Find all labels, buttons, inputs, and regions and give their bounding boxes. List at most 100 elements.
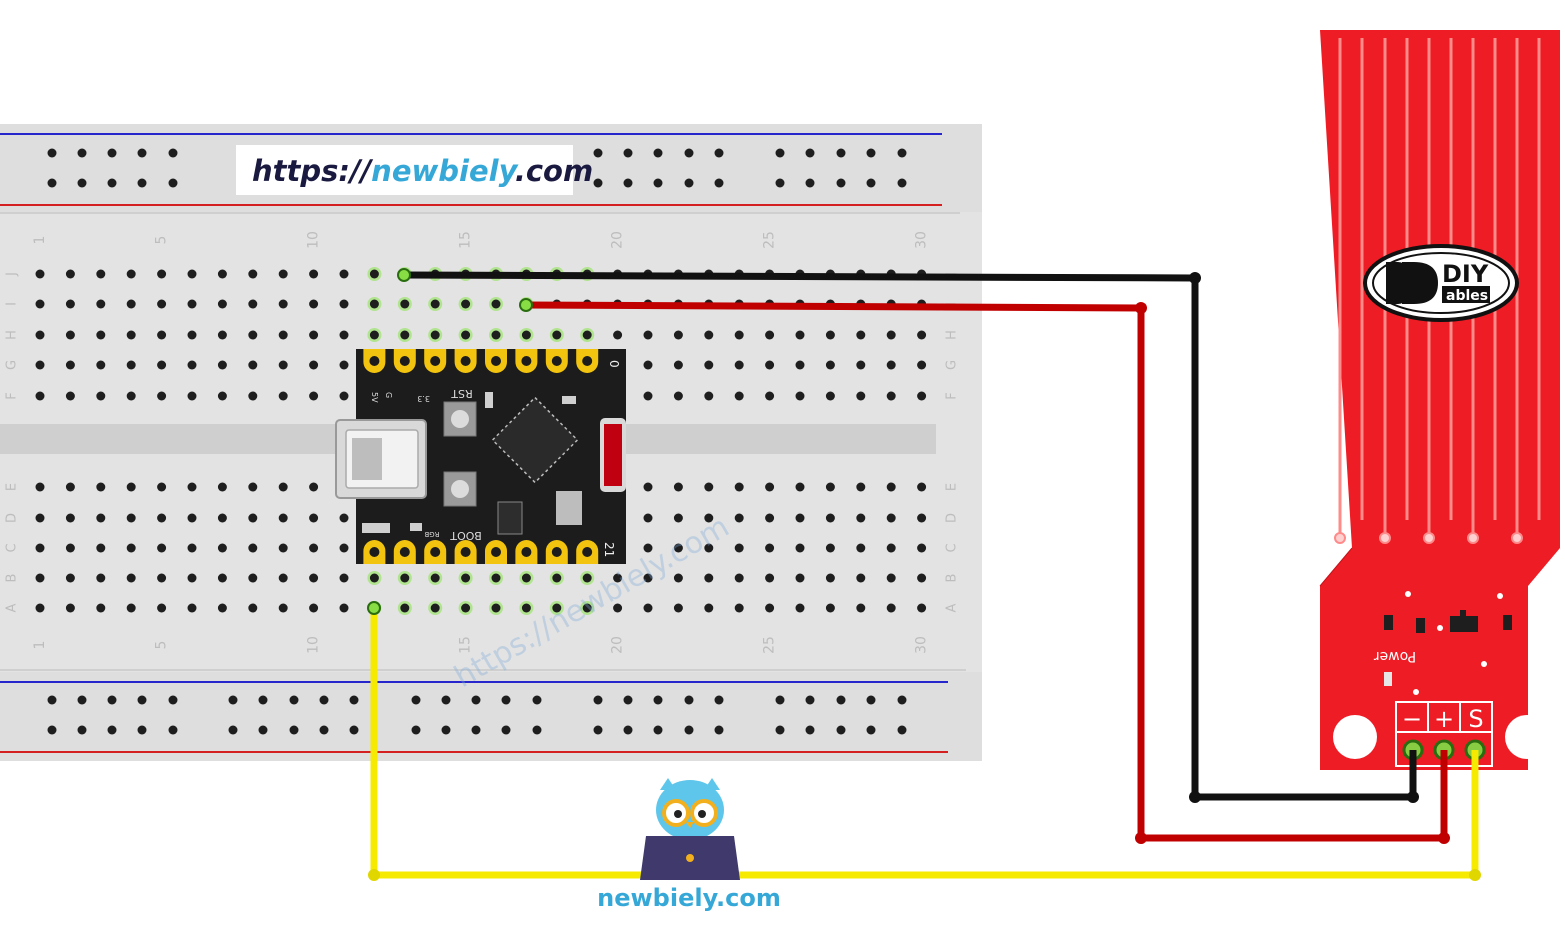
rail-hole[interactable]	[653, 725, 663, 735]
breadboard-hole[interactable]	[917, 513, 927, 523]
rail-hole[interactable]	[47, 695, 57, 705]
breadboard-hole[interactable]	[339, 391, 349, 401]
breadboard-hole[interactable]	[400, 330, 410, 340]
breadboard-hole[interactable]	[96, 391, 106, 401]
breadboard-hole[interactable]	[795, 573, 805, 583]
breadboard-hole[interactable]	[886, 603, 896, 613]
breadboard-hole[interactable]	[734, 360, 744, 370]
breadboard-hole[interactable]	[248, 269, 258, 279]
breadboard-hole[interactable]	[35, 573, 45, 583]
breadboard-hole[interactable]	[673, 513, 683, 523]
breadboard-hole[interactable]	[278, 543, 288, 553]
breadboard-hole[interactable]	[886, 513, 896, 523]
breadboard-hole[interactable]	[126, 603, 136, 613]
breadboard-hole[interactable]	[734, 391, 744, 401]
breadboard-hole[interactable]	[217, 330, 227, 340]
breadboard-hole[interactable]	[309, 330, 319, 340]
breadboard-hole[interactable]	[765, 513, 775, 523]
breadboard-hole[interactable]	[643, 391, 653, 401]
breadboard-hole[interactable]	[65, 513, 75, 523]
breadboard-hole[interactable]	[65, 573, 75, 583]
breadboard-hole[interactable]	[65, 543, 75, 553]
breadboard-hole[interactable]	[430, 603, 440, 613]
breadboard-hole[interactable]	[917, 543, 927, 553]
rail-hole[interactable]	[684, 695, 694, 705]
rail-hole[interactable]	[289, 695, 299, 705]
rail-hole[interactable]	[775, 148, 785, 158]
breadboard-hole[interactable]	[35, 269, 45, 279]
breadboard-hole[interactable]	[96, 269, 106, 279]
rail-hole[interactable]	[714, 148, 724, 158]
breadboard-hole[interactable]	[795, 391, 805, 401]
breadboard-hole[interactable]	[157, 391, 167, 401]
breadboard-hole[interactable]	[309, 573, 319, 583]
breadboard-hole[interactable]	[886, 391, 896, 401]
breadboard-hole[interactable]	[917, 603, 927, 613]
breadboard-hole[interactable]	[157, 513, 167, 523]
breadboard-hole[interactable]	[917, 360, 927, 370]
breadboard-hole[interactable]	[704, 573, 714, 583]
rail-hole[interactable]	[168, 725, 178, 735]
rail-hole[interactable]	[805, 695, 815, 705]
breadboard-hole[interactable]	[35, 391, 45, 401]
breadboard-hole[interactable]	[65, 269, 75, 279]
breadboard-hole[interactable]	[157, 482, 167, 492]
breadboard-hole[interactable]	[491, 299, 501, 309]
breadboard-hole[interactable]	[704, 603, 714, 613]
breadboard-hole[interactable]	[582, 603, 592, 613]
breadboard-hole[interactable]	[795, 513, 805, 523]
breadboard-hole[interactable]	[96, 330, 106, 340]
breadboard-hole[interactable]	[248, 573, 258, 583]
breadboard-hole[interactable]	[521, 603, 531, 613]
breadboard-hole[interactable]	[795, 330, 805, 340]
breadboard-hole[interactable]	[582, 330, 592, 340]
breadboard-hole[interactable]	[734, 603, 744, 613]
breadboard-hole[interactable]	[856, 513, 866, 523]
rail-hole[interactable]	[441, 725, 451, 735]
breadboard-hole[interactable]	[126, 513, 136, 523]
rail-hole[interactable]	[653, 695, 663, 705]
breadboard-hole[interactable]	[309, 299, 319, 309]
breadboard-hole[interactable]	[734, 513, 744, 523]
breadboard-hole[interactable]	[217, 603, 227, 613]
breadboard-hole[interactable]	[461, 299, 471, 309]
breadboard-hole[interactable]	[35, 513, 45, 523]
breadboard-hole[interactable]	[673, 573, 683, 583]
breadboard-hole[interactable]	[856, 603, 866, 613]
rail-hole[interactable]	[653, 178, 663, 188]
breadboard-hole[interactable]	[825, 330, 835, 340]
breadboard-hole[interactable]	[248, 513, 258, 523]
breadboard-hole[interactable]	[886, 482, 896, 492]
breadboard-hole[interactable]	[217, 513, 227, 523]
rail-hole[interactable]	[866, 695, 876, 705]
breadboard-hole[interactable]	[278, 482, 288, 492]
breadboard-hole[interactable]	[643, 360, 653, 370]
breadboard-hole[interactable]	[825, 543, 835, 553]
rail-hole[interactable]	[77, 178, 87, 188]
breadboard-hole[interactable]	[309, 269, 319, 279]
breadboard-hole[interactable]	[65, 330, 75, 340]
breadboard-hole[interactable]	[673, 330, 683, 340]
breadboard-hole[interactable]	[734, 543, 744, 553]
breadboard-hole[interactable]	[339, 543, 349, 553]
rail-hole[interactable]	[897, 725, 907, 735]
rail-hole[interactable]	[47, 148, 57, 158]
breadboard-hole[interactable]	[582, 573, 592, 583]
breadboard-hole[interactable]	[339, 360, 349, 370]
breadboard-hole[interactable]	[704, 330, 714, 340]
breadboard-hole[interactable]	[309, 543, 319, 553]
breadboard-hole[interactable]	[187, 543, 197, 553]
breadboard-hole[interactable]	[369, 299, 379, 309]
breadboard-hole[interactable]	[126, 573, 136, 583]
breadboard-hole[interactable]	[126, 269, 136, 279]
rail-hole[interactable]	[684, 178, 694, 188]
breadboard-hole[interactable]	[248, 482, 258, 492]
breadboard-hole[interactable]	[96, 603, 106, 613]
breadboard-hole[interactable]	[856, 482, 866, 492]
rail-hole[interactable]	[836, 148, 846, 158]
breadboard-hole[interactable]	[765, 360, 775, 370]
breadboard-hole[interactable]	[795, 482, 805, 492]
rail-hole[interactable]	[258, 725, 268, 735]
rail-hole[interactable]	[107, 178, 117, 188]
rail-hole[interactable]	[107, 148, 117, 158]
